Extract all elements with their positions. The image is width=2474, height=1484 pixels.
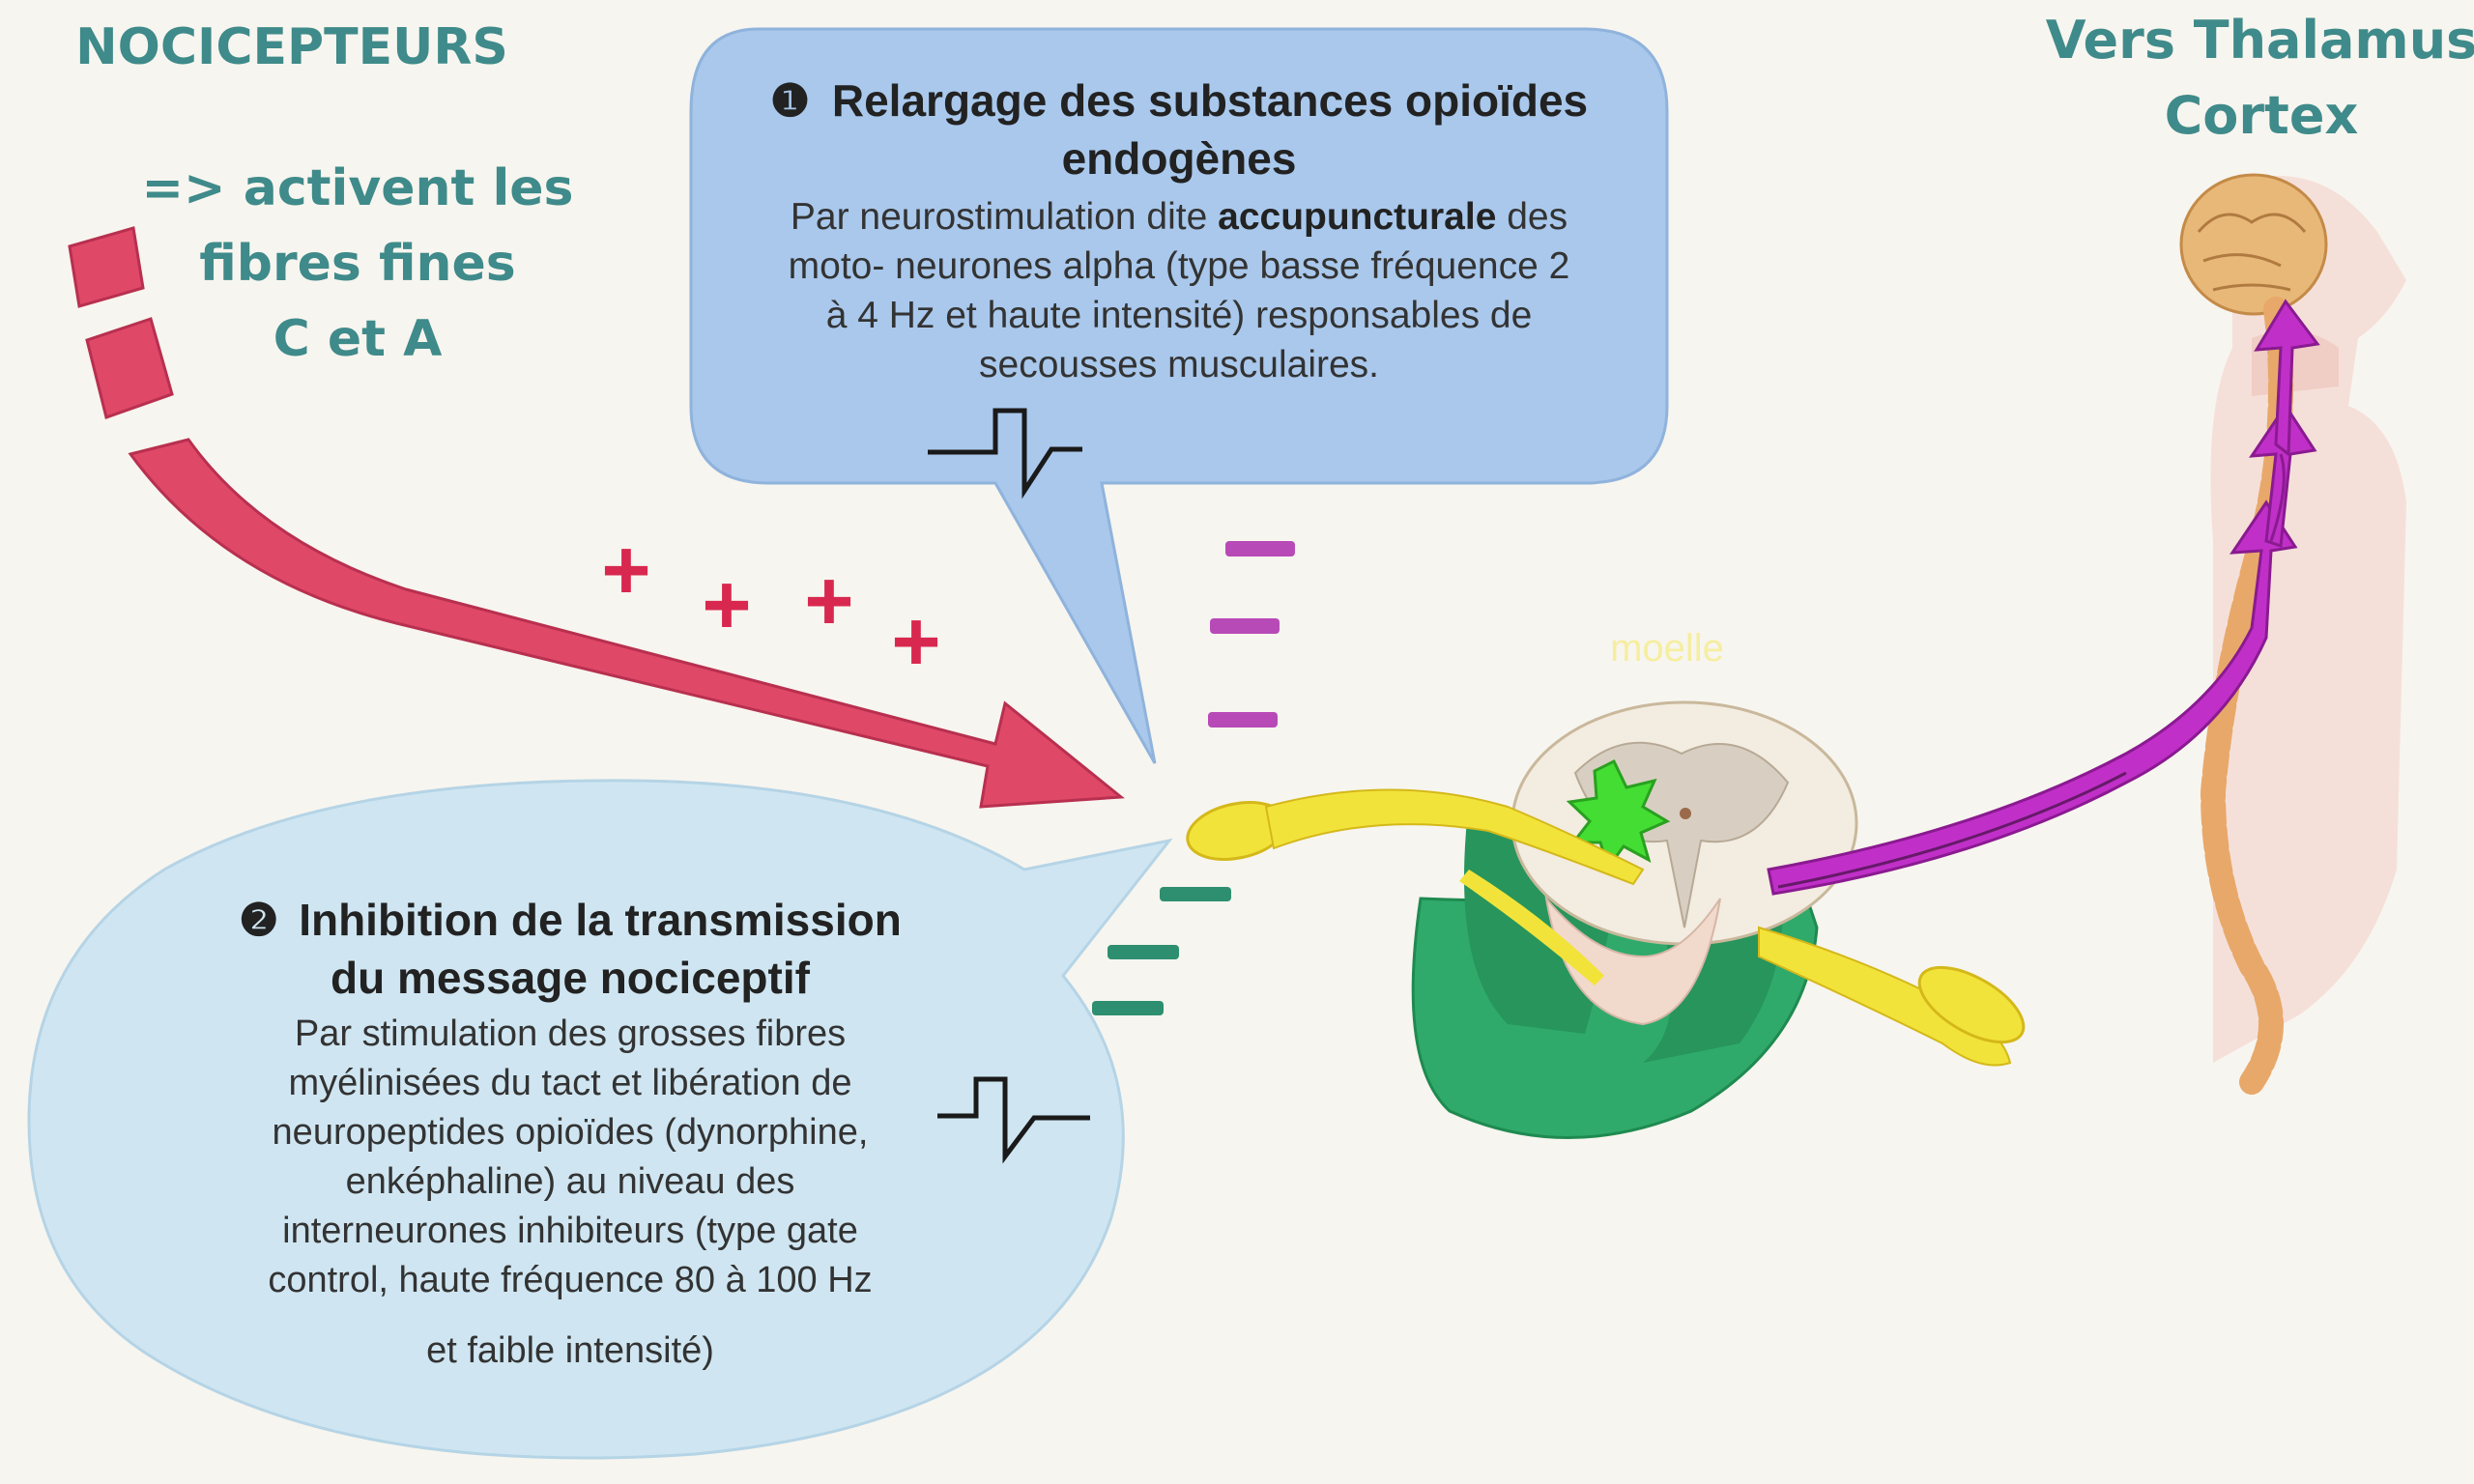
bubble1-body-line4: secousses musculaires. <box>979 344 1379 385</box>
minus-sign-green <box>1160 887 1231 901</box>
spinal-cord-section <box>1411 700 1858 1139</box>
plus-sign: + <box>702 556 751 652</box>
bubble2-title-line2: du message nociceptif <box>331 953 811 1003</box>
svg-text:❷ Inhibition de la trans: ❷ Inhibition de la transmission <box>239 895 902 945</box>
bubble2-body-line1: Par stimulation des grosses fibres <box>295 1013 846 1054</box>
bubble2-title-line1: Inhibition de la transmission <box>299 895 902 945</box>
plus-sign: + <box>601 522 650 617</box>
bubble2-body-last-line: et faible intensité) <box>426 1330 714 1371</box>
bubble1-title-line1: Relargage des substances opioïdes <box>832 75 1588 126</box>
nociceptors-line3: C et A <box>273 310 443 368</box>
bubble1-body-line2: moto- neurones alpha (type basse fréquen… <box>789 245 1570 287</box>
bubble1-body-prefix: Par neurostimulation dite <box>791 196 1218 238</box>
svg-text:❶ Relargage des substanc: ❶ Relargage des substances opioïdes <box>770 75 1588 126</box>
thalamus-line2: Cortex <box>2165 85 2359 146</box>
bubble1-body-bold: accupuncturale <box>1218 196 1496 238</box>
bubble2-body-line4: enképhaline) au niveau des <box>346 1161 795 1202</box>
nociceptors-title: NOCICEPTEURS <box>75 18 508 76</box>
pulse-waveform-icon <box>937 1076 1090 1164</box>
nociceptors-line1: => activent les <box>141 159 573 217</box>
nerve-roots <box>1186 788 2026 1067</box>
bubble1-body-line1: Par neurostimulation dite accupuncturale… <box>791 196 1568 238</box>
bubble2-body-line6: control, haute fréquence 80 à 100 Hz <box>268 1260 872 1300</box>
bubble2-body-line3: neuropeptides opioïdes (dynorphine, <box>273 1112 869 1153</box>
bubble1-body-line3: à 4 Hz et haute intensité) responsables … <box>826 295 1533 336</box>
bubble2-body-line2: myélinisées du tact et libération de <box>289 1063 852 1103</box>
bubble2-number: ❷ <box>239 895 278 945</box>
plus-sign: + <box>891 593 940 689</box>
brain-icon <box>2179 173 2328 316</box>
bubble-transmission-inhibition: ❷ Inhibition de la transmission du messa… <box>27 779 1173 1460</box>
minus-sign-purple <box>1208 712 1278 728</box>
pulse-waveform-icon <box>928 408 1082 499</box>
bubble1-title-line2: endogènes <box>1062 133 1297 184</box>
ascending-arrow <box>1767 299 2320 896</box>
bubble1-body-suffix: des <box>1496 196 1568 238</box>
nociceptors-line2: fibres fines <box>199 235 516 293</box>
minus-sign-purple <box>1210 618 1280 634</box>
bubble-opioid-release: ❶ Relargage des substances opioïdes endo… <box>689 27 1669 764</box>
nociceptive-arrow <box>68 226 1125 809</box>
minus-sign-green <box>1108 945 1179 959</box>
spinal-cord-label: moelle <box>1610 627 1724 670</box>
plus-sign: + <box>804 553 853 648</box>
minus-sign-green <box>1092 1001 1164 1015</box>
bubble1-number: ❶ <box>770 75 810 126</box>
thalamus-line1: Vers Thalamus <box>2046 10 2474 71</box>
minus-sign-purple <box>1225 541 1295 556</box>
bubble2-body-line5: interneurones inhibiteurs (type gate <box>282 1211 858 1251</box>
